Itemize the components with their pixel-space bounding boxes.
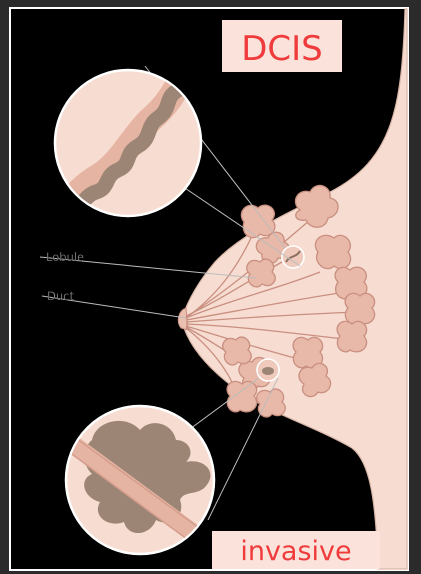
dcis-tag: DCIS bbox=[222, 20, 342, 72]
invasive-tag-text: invasive bbox=[240, 536, 351, 567]
invasive-tag: invasive bbox=[212, 531, 380, 569]
duct-label: Duct bbox=[47, 289, 74, 303]
lobule-label: Lobule bbox=[46, 250, 84, 264]
dcis-tag-text: DCIS bbox=[241, 29, 323, 69]
